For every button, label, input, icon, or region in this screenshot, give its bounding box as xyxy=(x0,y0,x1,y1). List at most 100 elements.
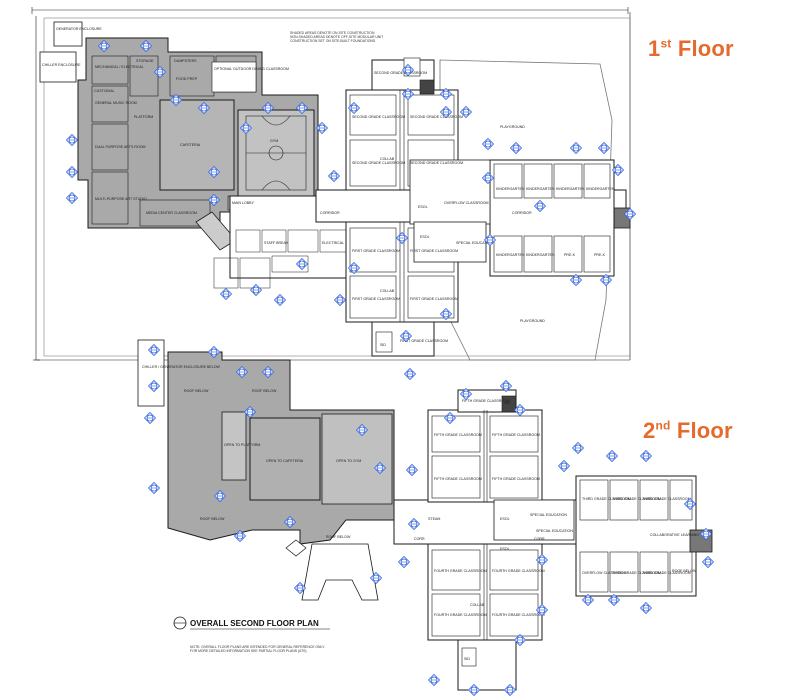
section-marker-icon xyxy=(503,683,517,697)
section-marker-icon xyxy=(509,141,523,155)
label-third-grade-5: THIRD GRADE CLASSROOM xyxy=(642,571,691,575)
label-kindergarten-4: KINDERGARTEN xyxy=(586,187,615,191)
section-marker-icon xyxy=(65,133,79,147)
plan-title: OVERALL SECOND FLOOR PLAN xyxy=(190,619,319,628)
label-sid-2: SID xyxy=(464,657,470,661)
section-marker-icon xyxy=(605,449,619,463)
label-collab-1: COLLAB xyxy=(380,157,395,161)
section-marker-icon xyxy=(607,593,621,607)
label-second-grade-4: SECOND GRADE CLASSROOM xyxy=(410,161,463,165)
label-multipurpose: MULTI-PURPOSE ART STUDIO xyxy=(95,197,147,201)
label-fourth-grade-4: FOURTH GRADE CLASSROOM xyxy=(492,613,545,617)
section-marker-icon xyxy=(483,233,497,247)
label-esol-2: ESOL xyxy=(420,235,430,239)
section-marker-icon xyxy=(439,87,453,101)
label-esol-1: ESOL xyxy=(418,205,428,209)
label-second-grade-3: SECOND GRADE CLASSROOM xyxy=(352,161,405,165)
section-marker-icon xyxy=(243,405,257,419)
label-chiller-below: CHILLER / GENERATOR ENCLOSURE BELOW xyxy=(142,365,221,369)
section-marker-icon xyxy=(639,449,653,463)
second-floor-plan: CHILLER / GENERATOR ENCLOSURE BELOW ROOF… xyxy=(137,339,713,691)
section-markers xyxy=(65,39,715,697)
plan-title-block: OVERALL SECOND FLOOR PLAN NOTE: OVERALL … xyxy=(173,616,330,653)
section-marker-icon xyxy=(283,515,297,529)
label-third-grade-1: THIRD GRADE CLASSROOM xyxy=(582,497,631,501)
section-marker-icon xyxy=(571,441,585,455)
label-generator: GENERATOR ENCLOSURE xyxy=(56,27,102,31)
section-marker-icon xyxy=(699,527,713,541)
label-playground-2: PLAYGROUND xyxy=(520,319,545,323)
section-marker-icon xyxy=(139,39,153,53)
first-floor-suffix: st xyxy=(660,36,672,51)
section-marker-icon xyxy=(399,329,413,343)
section-marker-icon xyxy=(405,463,419,477)
section-marker-icon xyxy=(355,423,369,437)
label-kindergarten-5: KINDERGARTEN xyxy=(496,253,525,257)
label-chiller: CHILLER ENCLOSURE xyxy=(42,63,81,67)
section-marker-icon xyxy=(295,257,309,271)
second-floor-word: Floor xyxy=(676,418,733,443)
section-marker-icon xyxy=(683,497,697,511)
label-roof-below-2: ROOF BELOW xyxy=(252,389,277,393)
section-marker-icon xyxy=(315,121,329,135)
label-outdoor-dining: OPTIONAL OUTDOOR DINING CLASSROOM xyxy=(214,67,289,71)
section-marker-icon xyxy=(233,529,247,543)
section-marker-icon xyxy=(169,93,183,107)
section-marker-icon xyxy=(401,87,415,101)
section-marker-icon xyxy=(513,403,527,417)
label-corr-1: CORR xyxy=(414,537,425,541)
label-platform: PLATFORM xyxy=(134,115,153,119)
label-kindergarten-1: KINDERGARTEN xyxy=(496,187,525,191)
section-marker-icon xyxy=(459,387,473,401)
section-marker-icon xyxy=(143,411,157,425)
section-marker-icon xyxy=(397,555,411,569)
section-marker-icon xyxy=(401,63,415,77)
label-fifth-grade-1: FIFTH GRADE CLASSROOM xyxy=(434,433,482,437)
label-kindergarten-3: KINDERGARTEN xyxy=(556,187,585,191)
section-marker-icon xyxy=(147,343,161,357)
section-marker-icon xyxy=(439,105,453,119)
section-marker-icon xyxy=(701,555,715,569)
section-marker-icon xyxy=(481,171,495,185)
label-fourth-grade-2: FOURTH GRADE CLASSROOM xyxy=(492,569,545,573)
section-marker-icon xyxy=(147,481,161,495)
section-marker-icon xyxy=(347,261,361,275)
first-floor-label: 1st Floor xyxy=(648,36,734,62)
section-marker-icon xyxy=(439,307,453,321)
section-marker-icon xyxy=(207,165,221,179)
section-marker-icon xyxy=(369,571,383,585)
label-esol-4: ESOL xyxy=(500,547,510,551)
label-roof-below-1: ROOF BELOW xyxy=(184,389,209,393)
section-marker-icon xyxy=(207,345,221,359)
label-sid-3: SID xyxy=(504,401,510,405)
section-marker-icon xyxy=(611,163,625,177)
label-media-center: MEDIA CENTER CLASSROOM xyxy=(146,211,197,215)
label-collab-learning: COLLABORATIVE LEARNING xyxy=(650,533,699,537)
label-fifth-grade-top: FIFTH GRADE CLASSROOM xyxy=(462,399,510,403)
section-marker-icon xyxy=(599,273,613,287)
label-dumpsters: DUMPSTERS xyxy=(174,59,197,63)
section-marker-icon xyxy=(97,39,111,53)
section-marker-icon xyxy=(219,287,233,301)
label-roof-below-5: ROOF BELOW xyxy=(672,569,697,573)
section-marker-icon xyxy=(249,283,263,297)
section-marker-icon xyxy=(213,489,227,503)
section-marker-icon xyxy=(207,193,221,207)
section-marker-icon xyxy=(557,459,571,473)
label-fourth-grade-3: FOURTH GRADE CLASSROOM xyxy=(434,613,487,617)
section-marker-icon xyxy=(481,137,495,151)
section-marker-icon xyxy=(373,461,387,475)
plan-note-2: FOR MORE DETAILED INFORMATION SEE PARTIA… xyxy=(190,649,307,653)
label-corridor-2: CORRIDOR xyxy=(512,211,532,215)
label-roof-below-3: ROOF BELOW xyxy=(200,517,225,521)
section-marker-icon xyxy=(153,65,167,79)
section-marker-icon xyxy=(569,141,583,155)
first-floor-ordinal: 1 xyxy=(648,36,661,61)
label-sid-1: SID xyxy=(380,343,386,347)
label-kindergarten-2: KINDERGARTEN xyxy=(526,187,555,191)
label-first-grade-5: FIRST GRADE CLASSROOM xyxy=(400,339,448,343)
section-marker-icon xyxy=(513,633,527,647)
section-marker-icon xyxy=(403,367,417,381)
label-cafeteria: CAFETERIA xyxy=(180,143,201,147)
